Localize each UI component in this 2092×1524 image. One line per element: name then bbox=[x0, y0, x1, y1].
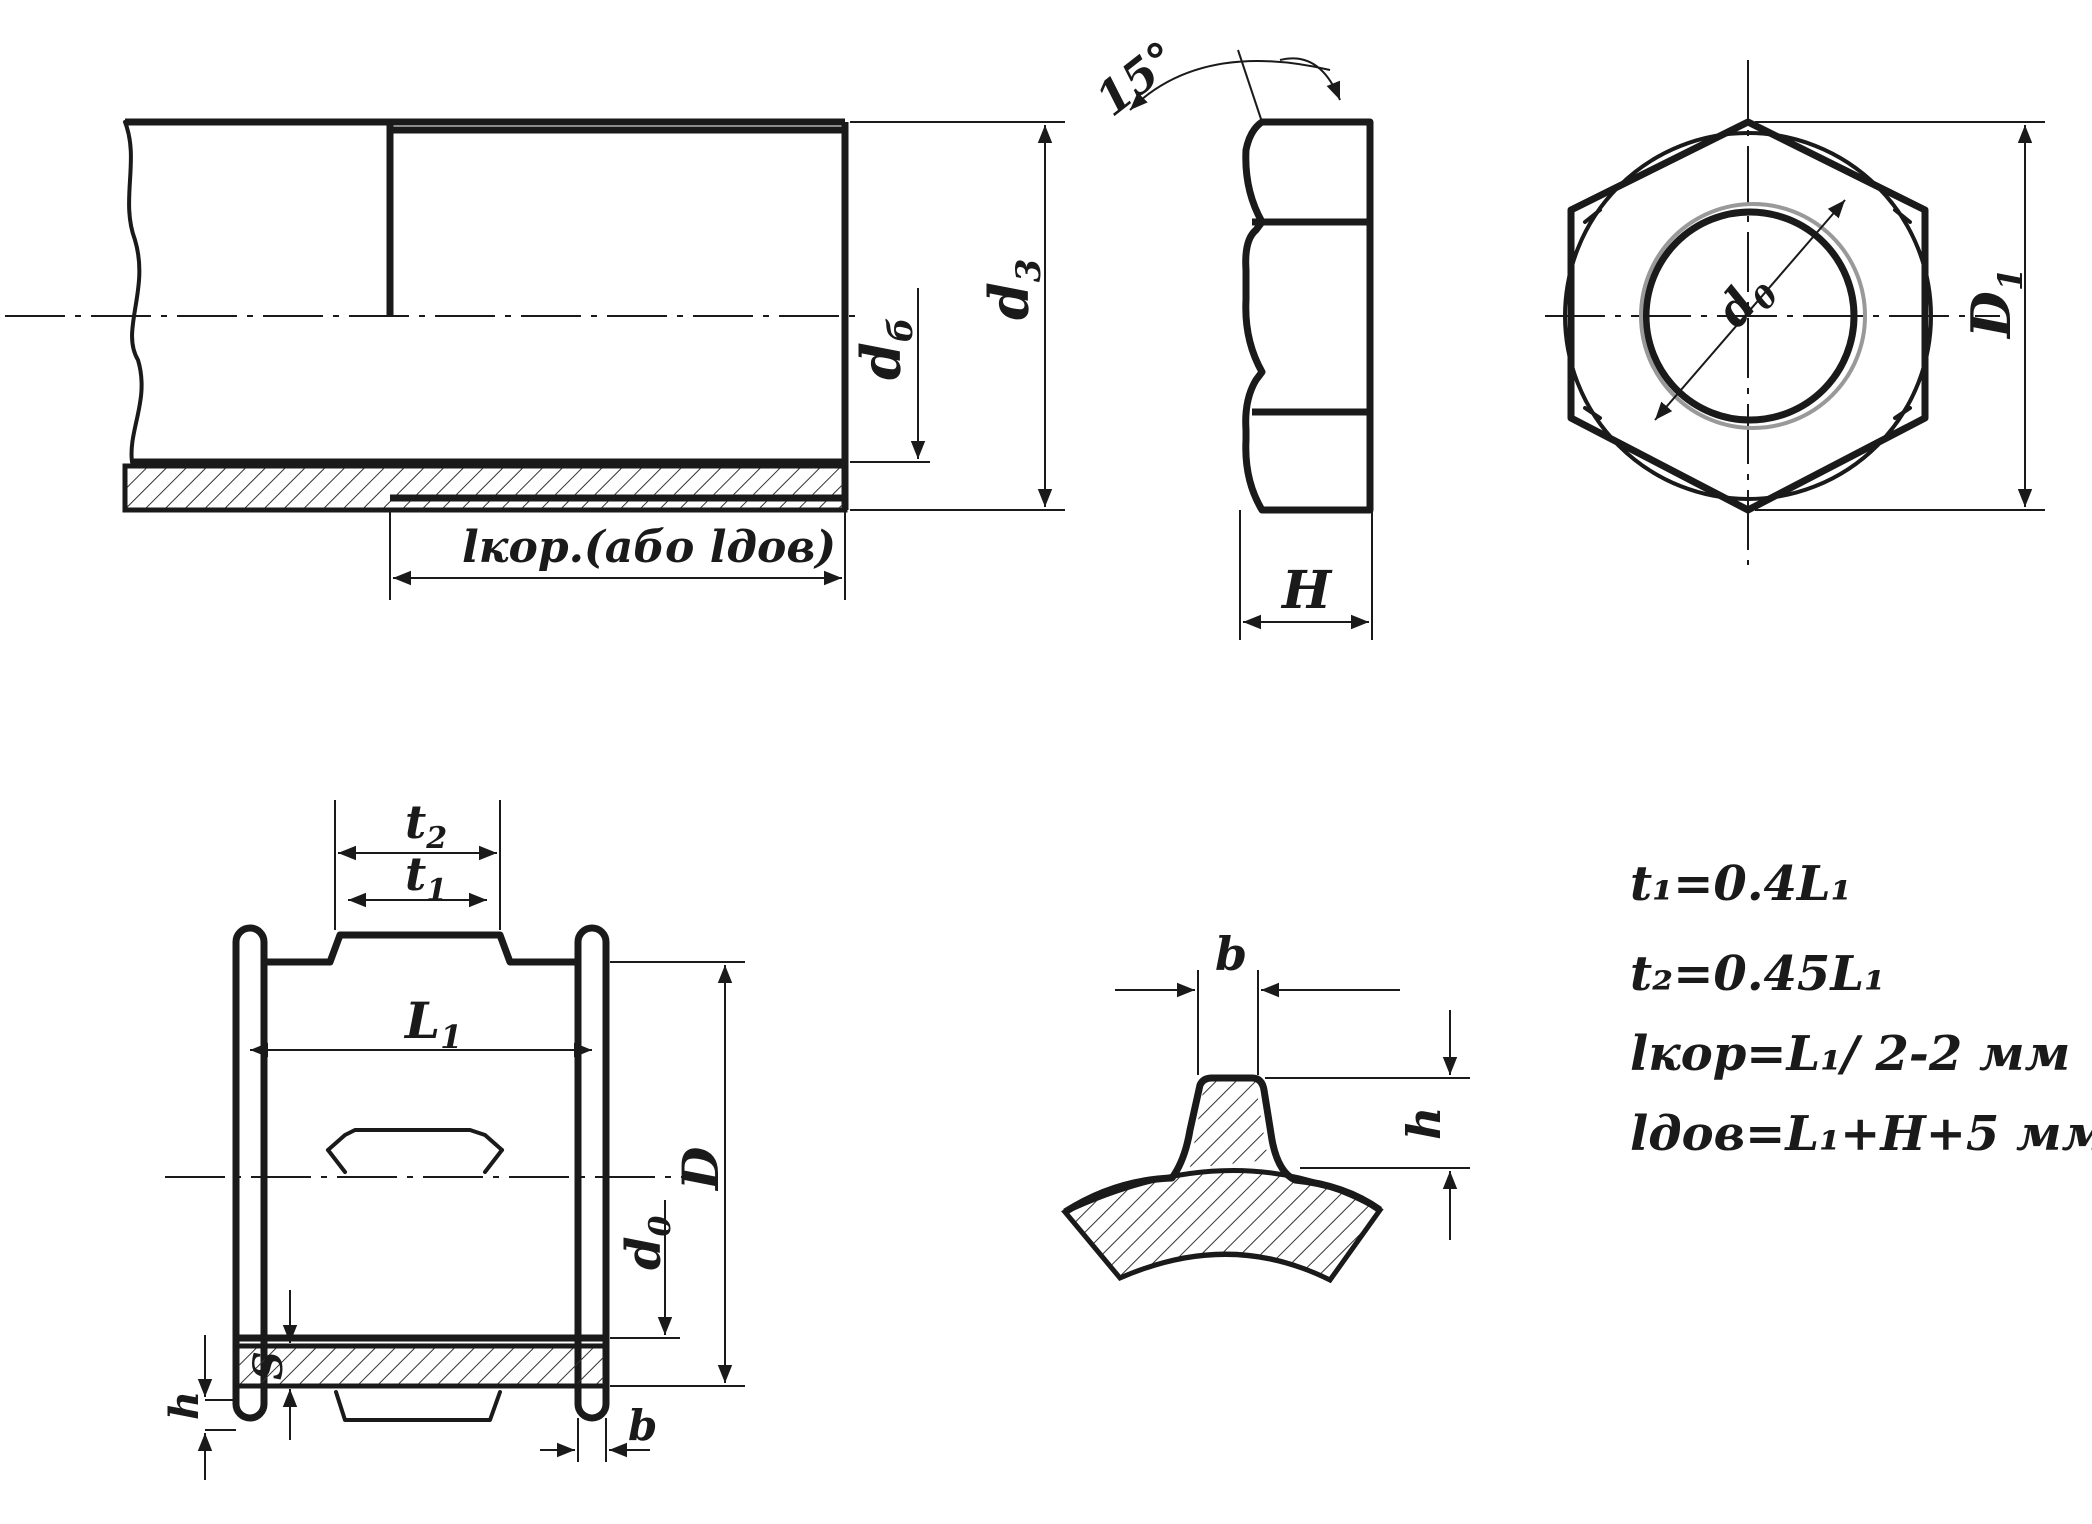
pulley-section-view bbox=[165, 800, 745, 1480]
nut-front-view bbox=[1545, 60, 2045, 565]
shaft-view bbox=[5, 118, 1065, 600]
formula-lkor: lкор=L₁/ 2-2 мм bbox=[1630, 1026, 2070, 1082]
t1-label: t1 bbox=[405, 847, 447, 908]
h-hub-label: h bbox=[161, 1391, 208, 1420]
formula-t1: t₁=0.4L₁ bbox=[1630, 856, 1852, 912]
nut-side-view bbox=[1129, 49, 1374, 640]
S-label: S bbox=[245, 1351, 292, 1380]
D1-label: D1 bbox=[1959, 268, 2031, 341]
t2-label: t2 bbox=[405, 795, 447, 856]
rim-profile-view bbox=[1061, 970, 1470, 1284]
b-profile-label: b bbox=[1215, 927, 1247, 981]
angle-label: 15° bbox=[1086, 31, 1188, 127]
d6-label: dб bbox=[849, 318, 921, 380]
d0-section-label: d0 bbox=[616, 1215, 678, 1270]
h-nut-label: H bbox=[1280, 560, 1333, 621]
formula-t2: t₂=0.45L₁ bbox=[1630, 946, 1885, 1002]
formula-ldov: lдов=L₁+H+5 мм bbox=[1630, 1106, 2092, 1162]
formulas-block: t₁=0.4L₁ t₂=0.45L₁ lкор=L₁/ 2-2 мм lдов=… bbox=[1630, 856, 2092, 1162]
d3-label: d3 bbox=[977, 259, 1049, 320]
h-profile-label: h bbox=[1397, 1107, 1451, 1140]
d0-front-label: d0 bbox=[1705, 262, 1786, 342]
L1-label: L1 bbox=[403, 991, 462, 1056]
b-flange-label: b bbox=[628, 1401, 657, 1450]
lkor-label: lкор.(або lдов) bbox=[462, 522, 836, 573]
D-label: D bbox=[671, 1147, 730, 1192]
